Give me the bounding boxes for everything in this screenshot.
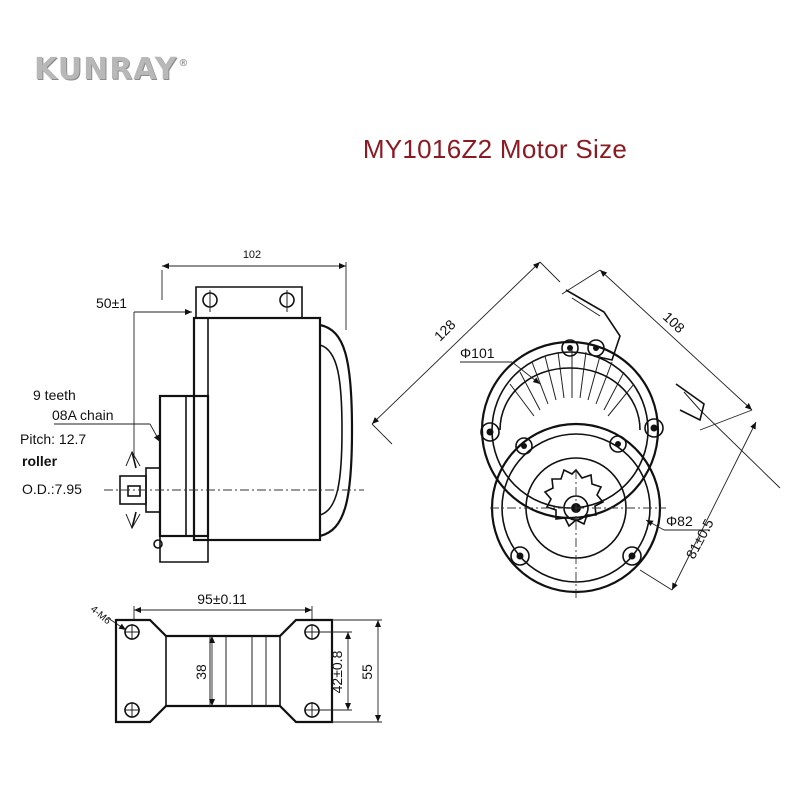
note-roller: roller xyxy=(22,453,58,469)
note-holes: 4-M6 xyxy=(88,604,113,627)
brand-logo: KUNRAY® xyxy=(34,52,189,87)
dim-128-label: 128 xyxy=(431,316,459,344)
note-teeth: 9 teeth xyxy=(33,387,76,403)
note-pitch: Pitch: 12.7 xyxy=(20,431,86,447)
dim-42-label: 42±0.8 xyxy=(329,650,345,693)
dim-50-label: 50±1 xyxy=(96,295,127,311)
dim-82-label: Φ82 xyxy=(666,513,693,529)
dim-38-label: 38 xyxy=(193,664,209,680)
front-view: 128 108 81±0.5 xyxy=(371,261,781,600)
registered-mark: ® xyxy=(178,58,190,69)
side-view: 102 50±1 xyxy=(96,249,364,563)
dim-101-label: Φ101 xyxy=(460,345,495,361)
dim-108-label: 108 xyxy=(660,308,688,336)
page-title: MY1016Z2 Motor Size xyxy=(362,134,628,164)
chain-notes: 9 teeth 08A chain Pitch: 12.7 roller O.D… xyxy=(20,387,161,497)
dim-102-label: 102 xyxy=(243,249,261,261)
mount-view: 95±0.11 4-M6 38 42±0.8 55 xyxy=(88,591,382,724)
note-chain: 08A chain xyxy=(52,407,114,423)
dim-55-label: 55 xyxy=(359,664,375,680)
dim-95-label: 95±0.11 xyxy=(197,591,247,607)
note-od: O.D.:7.95 xyxy=(22,481,82,497)
brand-name: KUNRAY xyxy=(34,52,178,87)
